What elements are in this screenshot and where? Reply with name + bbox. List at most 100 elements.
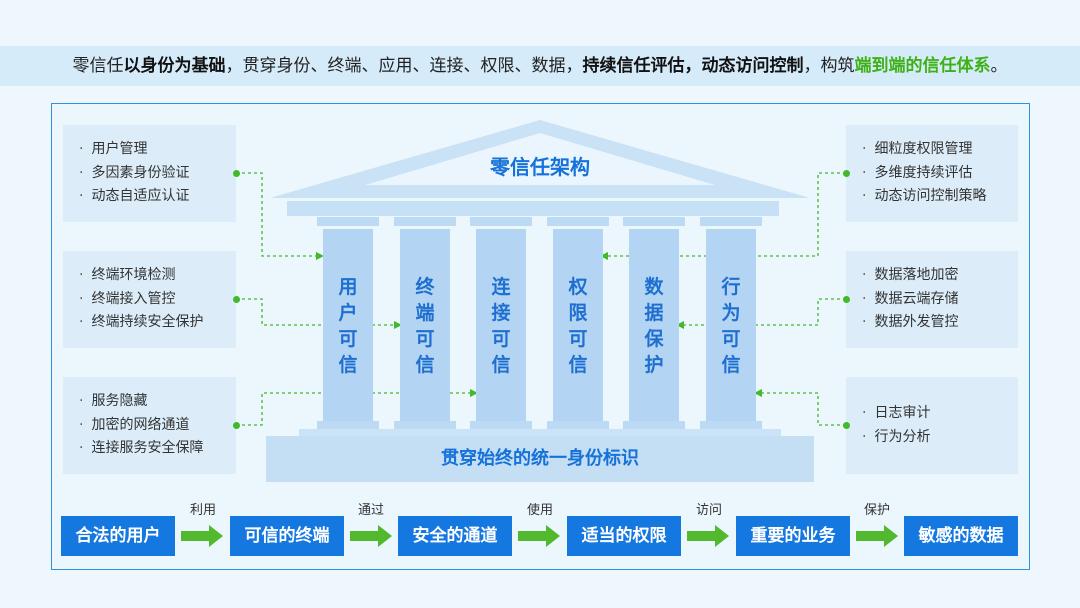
list-item: 连接服务安全保障 [79, 437, 236, 461]
flow-arrow-label: 通过 [357, 503, 384, 518]
flow-arrow-icon [350, 525, 392, 547]
pillar-char: 护 [644, 353, 664, 376]
pillar-base [317, 421, 379, 430]
flow-box-trusted-endpoint: 可信的终端 [230, 516, 344, 556]
right-panel-data: 数据落地加密 数据云端存储 数据外发管控 [846, 251, 1018, 348]
connector-user [236, 172, 318, 257]
pillar-char: 信 [491, 353, 511, 376]
connector-arrowhead [676, 321, 684, 329]
flow-arrow-icon [687, 525, 729, 547]
connector-dot [843, 296, 850, 303]
connector-dot [843, 170, 850, 177]
left-panel-endpoint: 终端环境检测 终端接入管控 终端持续安全保护 [63, 251, 236, 348]
list-item: 终端持续安全保护 [79, 311, 236, 335]
pillar-behavior-trust: 行 为 可 信 [706, 229, 756, 422]
pillar-char: 保 [644, 327, 664, 350]
list-item: 终端环境检测 [79, 264, 236, 288]
list-item: 多因素身份验证 [79, 162, 236, 186]
right-panel-permission: 细粒度权限管理 多维度持续评估 动态访问控制策略 [846, 125, 1018, 222]
temple-base-label: 贯穿始终的统一身份标识 [266, 436, 814, 482]
pillar-char: 信 [568, 353, 588, 376]
pillar-char: 可 [721, 327, 741, 350]
pillar-cap [700, 217, 762, 226]
flow-arrow-icon [856, 525, 898, 547]
temple-roof-inner [365, 133, 715, 185]
flow-arrow-label: 使用 [526, 503, 553, 518]
pillar-char: 可 [415, 327, 435, 350]
connector-behavior [760, 392, 846, 426]
list-item: 多维度持续评估 [862, 162, 1018, 186]
connector-arrowhead [394, 321, 402, 329]
list-item: 终端接入管控 [79, 288, 236, 312]
pillar-char: 限 [568, 301, 588, 324]
pillar-char: 信 [721, 353, 741, 376]
temple-step-upper [299, 429, 781, 436]
pillar-char: 数 [644, 275, 664, 298]
pillar-user-trust: 用 户 可 信 [323, 229, 373, 422]
flow-box-sensitive-data: 敏感的数据 [904, 516, 1018, 556]
headline-part-6: 端到端的信任体系 [854, 56, 991, 76]
list-item: 细粒度权限管理 [862, 138, 1018, 162]
pillar-char: 权 [568, 275, 588, 298]
pillar-char: 端 [415, 301, 435, 324]
pillar-cap [623, 217, 685, 226]
pillar-char: 可 [338, 327, 358, 350]
list-item: 数据落地加密 [862, 264, 1018, 288]
pillar-char: 行 [721, 275, 741, 298]
connector-dot [233, 422, 240, 429]
temple-title: 零信任架构 [490, 155, 590, 179]
headline-part-3: ，贯穿身份、终端、应用、连接、权限、数据， [225, 56, 583, 76]
list-item: 加密的网络通道 [79, 414, 236, 438]
list-item: 数据外发管控 [862, 311, 1018, 335]
connector-arrowhead [754, 389, 762, 397]
list-item: 动态自适应认证 [79, 185, 236, 209]
headline: 零信任以身份为基础，贯穿身份、终端、应用、连接、权限、数据，持续信任评估，动态访… [0, 46, 1080, 86]
pillar-char: 信 [338, 353, 358, 376]
headline-part-2: 以身份为基础 [123, 56, 226, 76]
right-panel-behavior: 日志审计 行为分析 [846, 377, 1018, 474]
flow-arrow-label: 保护 [863, 503, 890, 518]
headline-part-5: ，构筑 [803, 56, 855, 76]
flow-box-proper-permission: 适当的权限 [567, 516, 681, 556]
pillar-cap [317, 217, 379, 226]
flow-arrow-icon [181, 525, 223, 547]
pillar-char: 可 [568, 327, 588, 350]
left-panel-connection: 服务隐藏 加密的网络通道 连接服务安全保障 [63, 377, 236, 474]
list-item: 服务隐藏 [79, 390, 236, 414]
headline-part-4: 持续信任评估，动态访问控制 [582, 56, 804, 76]
flow-box-critical-business: 重要的业务 [736, 516, 850, 556]
pillar-char: 可 [491, 327, 511, 350]
flow-arrow-label: 利用 [189, 503, 216, 518]
connector-endpoint [236, 298, 396, 326]
pillar-char: 户 [338, 301, 358, 324]
pillar-char: 终 [415, 275, 435, 298]
pillar-base [394, 421, 456, 430]
pillar-endpoint-trust: 终 端 可 信 [400, 229, 450, 422]
headline-part-7: 。 [990, 56, 1008, 76]
pillar-char: 信 [415, 353, 435, 376]
pillar-connection-trust: 连 接 可 信 [476, 229, 526, 422]
headline-part-1: 零信任 [72, 56, 124, 76]
connector-dot [843, 422, 850, 429]
pillar-char: 据 [644, 301, 664, 324]
connector-dot [233, 296, 240, 303]
flow-arrow-label: 访问 [695, 503, 722, 518]
flow-box-legit-user: 合法的用户 [61, 516, 175, 556]
list-item: 数据云端存储 [862, 288, 1018, 312]
connector-dot [233, 170, 240, 177]
connector-arrowhead [470, 389, 478, 397]
pillar-data-protection: 数 据 保 护 [629, 229, 679, 422]
pillar-char: 为 [721, 301, 741, 324]
pillar-char: 接 [491, 301, 511, 324]
list-item: 日志审计 [862, 402, 1018, 426]
connector-arrowhead [600, 252, 608, 260]
pillar-cap [547, 217, 609, 226]
headline-banner [0, 46, 1080, 86]
pillar-base [623, 421, 685, 430]
pillar-permission-trust: 权 限 可 信 [553, 229, 603, 422]
pillar-char: 用 [338, 275, 358, 298]
list-item: 动态访问控制策略 [862, 185, 1018, 209]
flow-box-secure-channel: 安全的通道 [398, 516, 512, 556]
pillar-base [547, 421, 609, 430]
pillar-base [700, 421, 762, 430]
